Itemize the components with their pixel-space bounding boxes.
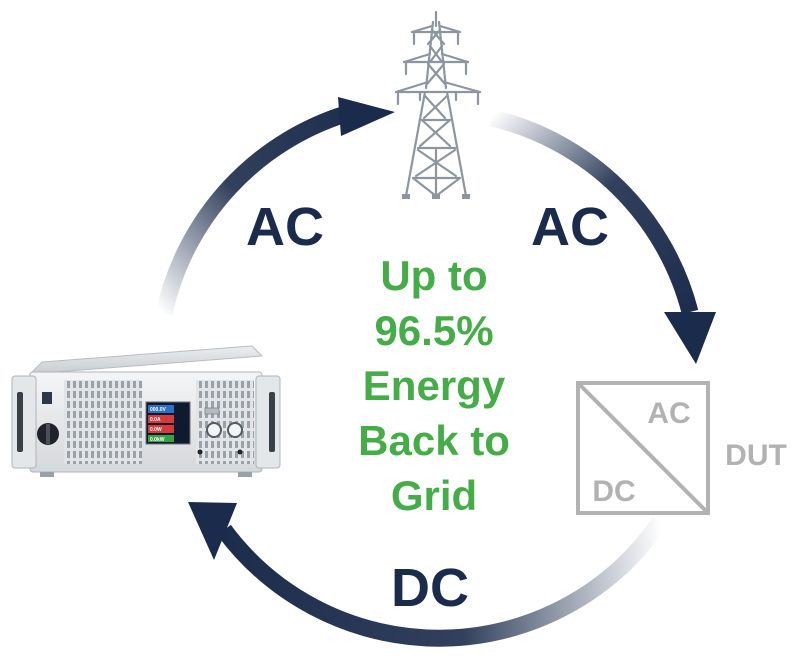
arrow-arc-grid-to-dut — [490, 109, 699, 315]
center-line-5: Grid — [391, 472, 477, 519]
device-top-surface — [28, 345, 264, 375]
flow-arrows — [155, 97, 716, 647]
device-vents-right — [196, 380, 254, 464]
arrow-head-device-to-grid — [338, 97, 395, 136]
screen-voltage: 000.0V — [150, 407, 167, 413]
device-knob-left — [206, 422, 222, 438]
arrow-arc-device-to-grid — [155, 103, 355, 316]
center-line-3: Energy — [363, 362, 506, 409]
center-line-2: 96.5% — [374, 307, 493, 354]
screen-current: 0.0A — [150, 417, 161, 423]
dut-converter-icon: AC DC — [576, 381, 710, 515]
center-line-1: Up to — [380, 252, 487, 299]
ac-label-right: AC — [531, 197, 609, 257]
center-line-4: Back to — [358, 417, 510, 464]
screen-power: 0.0W — [150, 427, 162, 433]
power-pylon-icon — [394, 10, 482, 199]
arrow-head-grid-to-dut — [664, 312, 716, 364]
arrow-arc-dut-to-device — [217, 517, 668, 647]
ac-label-left: AC — [246, 197, 324, 257]
dut-dc-label: DC — [592, 475, 635, 508]
regenerative-load-device: 000.0V 0.0A 0.0W 0.0kW — [11, 345, 281, 477]
device-vents-left — [64, 380, 142, 464]
center-headline: Up to 96.5% Energy Back to Grid — [358, 252, 510, 519]
dc-label-bottom: DC — [391, 558, 469, 618]
device-logo — [42, 392, 52, 404]
arrow-head-dut-to-device — [188, 502, 237, 560]
device-knob-right — [227, 422, 243, 438]
dut-name-label: DUT — [725, 439, 787, 472]
dut-diagonal — [578, 383, 708, 513]
dut-ac-label: AC — [647, 397, 690, 430]
screen-power-kw: 0.0kW — [150, 437, 165, 443]
